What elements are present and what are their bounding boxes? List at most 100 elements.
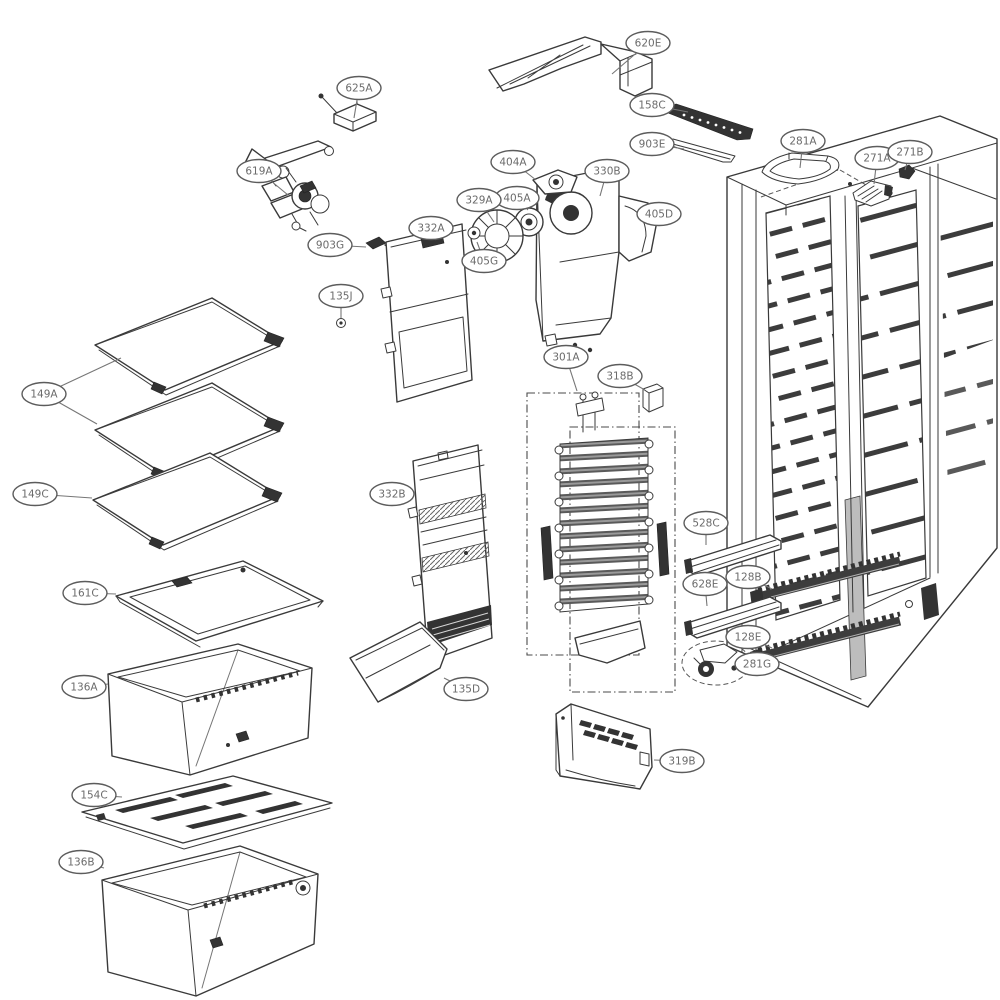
callout-bubble (725, 564, 771, 590)
part-281A-bracket (761, 152, 840, 185)
callout-405G: 405G (461, 241, 507, 274)
callout-label: 161C (71, 588, 98, 600)
callout-136A: 136A (61, 674, 109, 700)
callout-label: 301A (552, 352, 580, 364)
part-271B-clip (887, 164, 916, 196)
callout-bubble (543, 344, 589, 370)
callout-label: 619A (245, 166, 273, 178)
cabinet-body (726, 115, 998, 708)
vent-panel-right-lower (944, 362, 993, 488)
callout-label: 281A (789, 136, 817, 148)
callout-bubble (369, 481, 415, 507)
callout-label: 528C (692, 518, 719, 530)
callout-404A: 404A (490, 149, 537, 181)
callout-161C: 161C (62, 580, 117, 606)
part-161C-frame (115, 560, 324, 648)
vent-panel-center (857, 189, 927, 597)
part-154C-grille (81, 775, 333, 850)
vent-panel-right-upper (940, 196, 993, 358)
vent-panel-left (765, 195, 841, 621)
callout-label: 154C (80, 790, 107, 802)
callout-bubble (443, 676, 489, 702)
part-405G-nut (467, 226, 481, 240)
part-136B-drawer (101, 845, 319, 997)
callout-271B: 271B (887, 139, 933, 171)
callout-bubble (597, 363, 643, 389)
callout-label: 128E (735, 632, 762, 644)
callout-label: 903E (639, 139, 666, 151)
callout-bubble (61, 674, 107, 700)
callout-bubble (629, 92, 675, 118)
callout-label: 135D (452, 684, 480, 696)
callout-281A: 281A (780, 128, 826, 169)
callout-bubble (307, 232, 353, 258)
callout-label: 158C (638, 100, 665, 112)
callout-bubble (21, 381, 67, 407)
callout-bubble (58, 849, 104, 875)
callout-bubble (12, 481, 58, 507)
callout-301A: 301A (543, 344, 589, 392)
part-271A-bracket (852, 180, 893, 207)
callout-label: 319B (668, 756, 695, 768)
callout-bubble (625, 30, 671, 56)
callout-628E: 628E (682, 571, 728, 607)
part-301A-evaporator (526, 391, 676, 693)
callout-bubble (780, 128, 826, 154)
callout-label: 136A (70, 682, 98, 694)
callout-136B: 136B (58, 849, 105, 875)
callout-label: 330B (593, 166, 620, 178)
callout-bubble (629, 131, 675, 157)
callout-135J: 135J (318, 283, 364, 318)
callout-149A: 149A (21, 357, 122, 425)
part-136A-drawer (107, 643, 313, 776)
callout-319B: 319B (653, 748, 705, 774)
callout-label: 405D (645, 209, 673, 221)
callout-619A: 619A (236, 158, 289, 196)
callout-281G: 281G (734, 651, 780, 677)
callout-128E: 128E (725, 624, 773, 650)
callout-329A: 329A (456, 187, 502, 223)
callout-label: 149C (21, 489, 48, 501)
callout-bubble (659, 748, 705, 774)
callout-bubble (336, 75, 382, 101)
part-628E-rail (684, 596, 782, 639)
callout-bubble (490, 149, 536, 175)
callout-528C: 528C (683, 510, 729, 545)
part-318B-cover (642, 383, 664, 413)
callout-625A: 625A (336, 75, 382, 119)
callout-label: 405A (503, 193, 531, 205)
part-404A-motor-mount (532, 169, 578, 195)
callout-332A: 332A (408, 215, 454, 241)
callout-layer: 620E 625A 619A 158C 903E 281A 271A 271B 404A 405A… (12, 30, 933, 875)
callout-bubble (236, 158, 282, 184)
callout-149C: 149C (12, 481, 93, 507)
part-619A-valve-assembly (244, 140, 334, 232)
callout-label: 281G (743, 659, 771, 671)
callout-bubble (318, 283, 364, 309)
part-528C-rail (684, 534, 782, 577)
part-149C-shelf (92, 452, 283, 551)
callout-label: 628E (692, 579, 719, 591)
callout-label: 136B (67, 857, 94, 869)
callout-128B: 128B (725, 564, 773, 590)
callout-label: 135J (329, 291, 352, 303)
callout-bubble (584, 158, 630, 184)
callout-135D: 135D (443, 676, 489, 702)
callout-label: 271A (863, 153, 891, 165)
callout-label: 405G (470, 256, 498, 268)
callout-158C: 158C (629, 92, 689, 118)
callout-903E: 903E (629, 131, 685, 157)
callout-bubble (636, 201, 682, 227)
callout-620E: 620E (611, 30, 671, 75)
callout-bubble (734, 651, 780, 677)
callout-label: 271B (896, 147, 923, 159)
callout-903G: 903G (307, 232, 367, 258)
callout-label: 332B (378, 489, 405, 501)
callout-405A: 405A (494, 185, 540, 211)
callout-label: 318B (606, 371, 633, 383)
part-135D-cover (349, 621, 448, 703)
callout-bubble (887, 139, 933, 165)
callout-label: 404A (499, 157, 527, 169)
